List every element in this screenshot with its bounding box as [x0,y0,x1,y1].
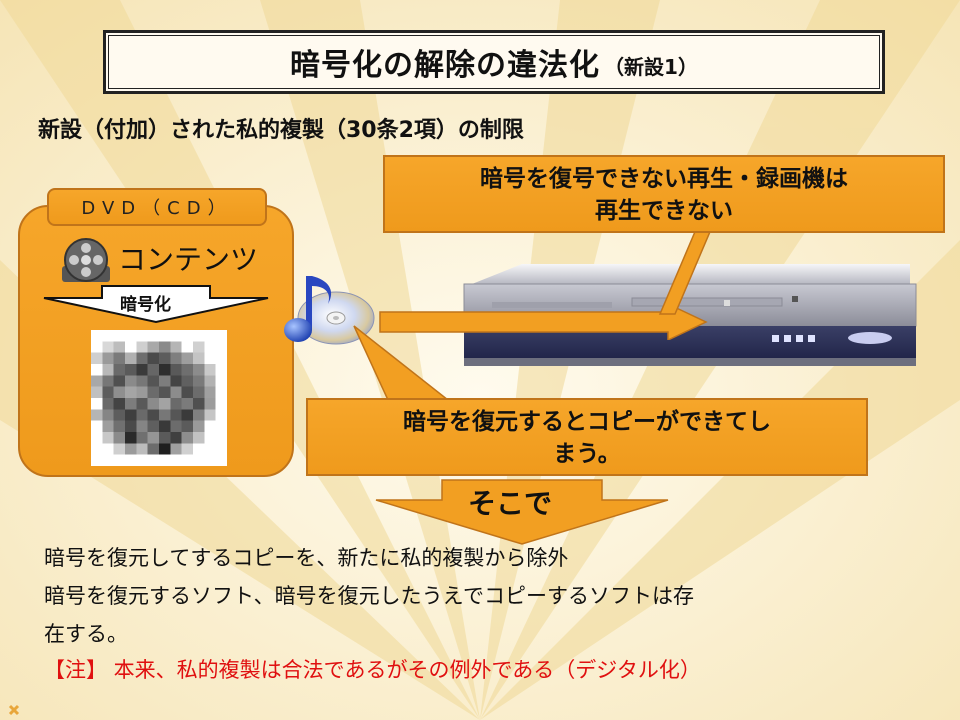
body-line-3: 在する。 [44,622,128,646]
pixelated-image [91,330,227,466]
encryption-arrow [43,285,269,324]
callout-bottom-line1: 暗号を復元するとコピーができてし [403,409,771,435]
callout-bottom-line2: まう。 [553,441,621,467]
callout-top-line1: 暗号を復号できない再生・録画機は [480,166,848,192]
conclusion-arrow [375,479,669,545]
playback-arrow [379,219,717,340]
page-title: 暗号化の解除の違法化 [290,48,601,83]
callout-copy-possible: 暗号を復元するとコピーができてし まう。 [306,398,868,476]
film-reel-icon [62,238,110,282]
encryption-label: 暗号化 [120,295,171,315]
conclusion-label: そこで [468,487,553,520]
page-title-sub: （新設1） [604,54,698,79]
callout-top-line2: 再生できない [595,198,733,224]
subtitle: 新設（付加）された私的複製（30条2項）の制限 [38,118,524,143]
title-box: 暗号化の解除の違法化 （新設1） [103,30,885,94]
body-line-2: 暗号を復元するソフト、暗号を復元したうえでコピーするソフトは存 [44,584,694,608]
callout-no-decrypt-player: 暗号を復号できない再生・録画機は 再生できない [383,155,945,233]
contents-label: コンテンツ [118,243,259,276]
body-line-1: 暗号を復元してするコピーを、新たに私的複製から除外 [44,546,569,570]
note-text: 【注】 本来、私的複製は合法であるがその例外である（デジタル化） [44,658,701,682]
music-cd-icon [284,276,375,345]
dvd-tag: DVD（CD） [47,188,267,226]
